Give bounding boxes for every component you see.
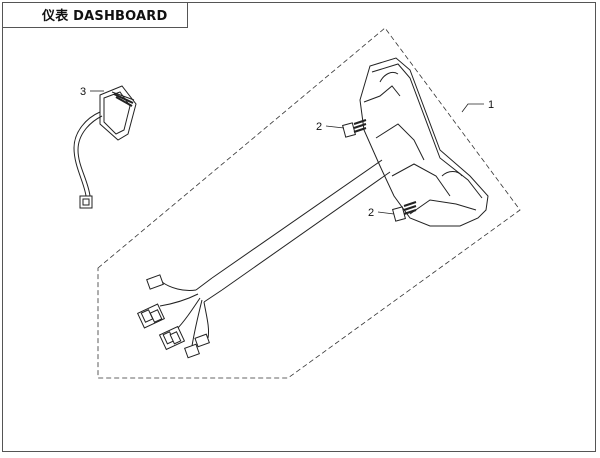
callout-2-upper: 2 xyxy=(316,121,322,133)
sensor-part xyxy=(73,85,137,209)
title-box: 仪表 DASHBOARD xyxy=(2,2,188,28)
callout-1: 1 xyxy=(488,99,494,111)
leader-lines xyxy=(90,90,484,215)
screw-upper xyxy=(342,119,367,138)
page-title: 仪表 DASHBOARD xyxy=(42,9,168,24)
callout-3: 3 xyxy=(80,86,86,98)
screw-lower xyxy=(392,201,417,222)
dashboard-housing xyxy=(359,57,489,227)
harness-connectors xyxy=(136,274,210,359)
wiring-harness xyxy=(159,159,391,347)
callout-2-lower: 2 xyxy=(368,207,374,219)
page-frame xyxy=(2,2,596,452)
